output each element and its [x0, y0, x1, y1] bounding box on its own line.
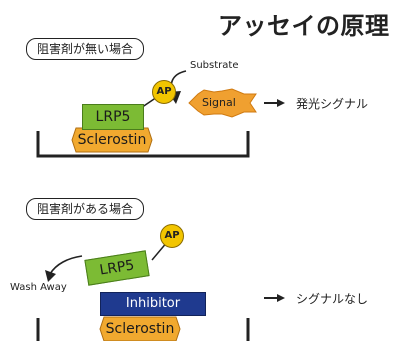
signal-label: Signal: [202, 96, 236, 109]
wash-arrow: [49, 255, 83, 275]
result-arrowhead-bottom: [277, 294, 285, 302]
sclerostin-shape-top: [71, 127, 153, 153]
case-label-inhibitor: 阻害剤がある場合: [26, 198, 145, 220]
wash-arrowhead: [45, 270, 56, 282]
sclerostin-shape-bottom: [99, 316, 181, 341]
ap-enzyme-top: AP: [152, 80, 176, 104]
diagram-title: アッセイの原理: [218, 12, 390, 40]
wash-away-label: Wash Away: [10, 282, 67, 293]
well-top: [36, 131, 250, 158]
ap-enzyme-bottom: AP: [160, 224, 184, 248]
sclerostin-label-top: Sclerostin: [77, 132, 147, 148]
inhibitor-block: Inhibitor: [100, 292, 206, 316]
sclerostin-label-bottom: Sclerostin: [105, 321, 175, 337]
case-label-no-inhibitor: 阻害剤が無い場合: [26, 38, 145, 60]
result-arrowhead-top: [277, 99, 285, 107]
result-luminescence: 発光シグナル: [296, 97, 369, 111]
result-no-signal: シグナルなし: [296, 292, 369, 306]
substrate-label: Substrate: [190, 60, 239, 71]
signal-burst: [188, 88, 257, 118]
lrp5-top: LRP5: [82, 104, 144, 130]
